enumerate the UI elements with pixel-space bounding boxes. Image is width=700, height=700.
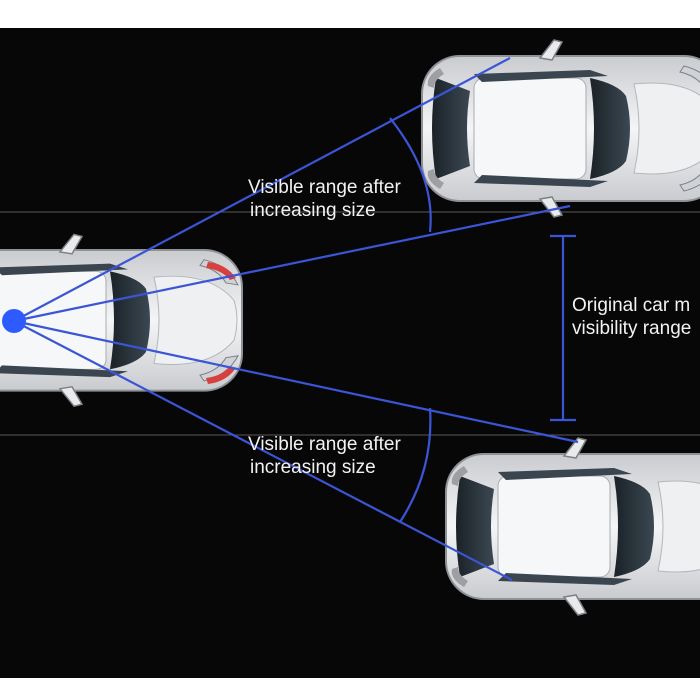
upper-range-arc bbox=[389, 117, 432, 233]
sight-line-lower-inner bbox=[13, 319, 579, 444]
original-range-bracket bbox=[550, 234, 576, 422]
sight-lines bbox=[13, 57, 579, 581]
lower-adjacent-car bbox=[445, 437, 700, 616]
original-range-label-line1: Original car m bbox=[572, 295, 690, 316]
upper-range-label-line2: increasing size bbox=[250, 200, 376, 221]
upper-range-label-line1: Visible range after bbox=[248, 177, 401, 198]
lower-range-arc bbox=[399, 407, 432, 523]
sight-line-lower-outer bbox=[13, 320, 513, 581]
lower-range-label-line1: Visible range after bbox=[248, 434, 401, 455]
camera-dot-icon bbox=[2, 309, 26, 333]
upper-adjacent-car bbox=[421, 39, 700, 218]
original-range-label-line2: visibility range bbox=[572, 318, 691, 339]
ego-car bbox=[0, 233, 243, 408]
sight-line-upper-inner bbox=[13, 204, 571, 323]
sight-line-upper-outer bbox=[13, 57, 511, 322]
lower-range-label-line2: increasing size bbox=[250, 457, 376, 478]
